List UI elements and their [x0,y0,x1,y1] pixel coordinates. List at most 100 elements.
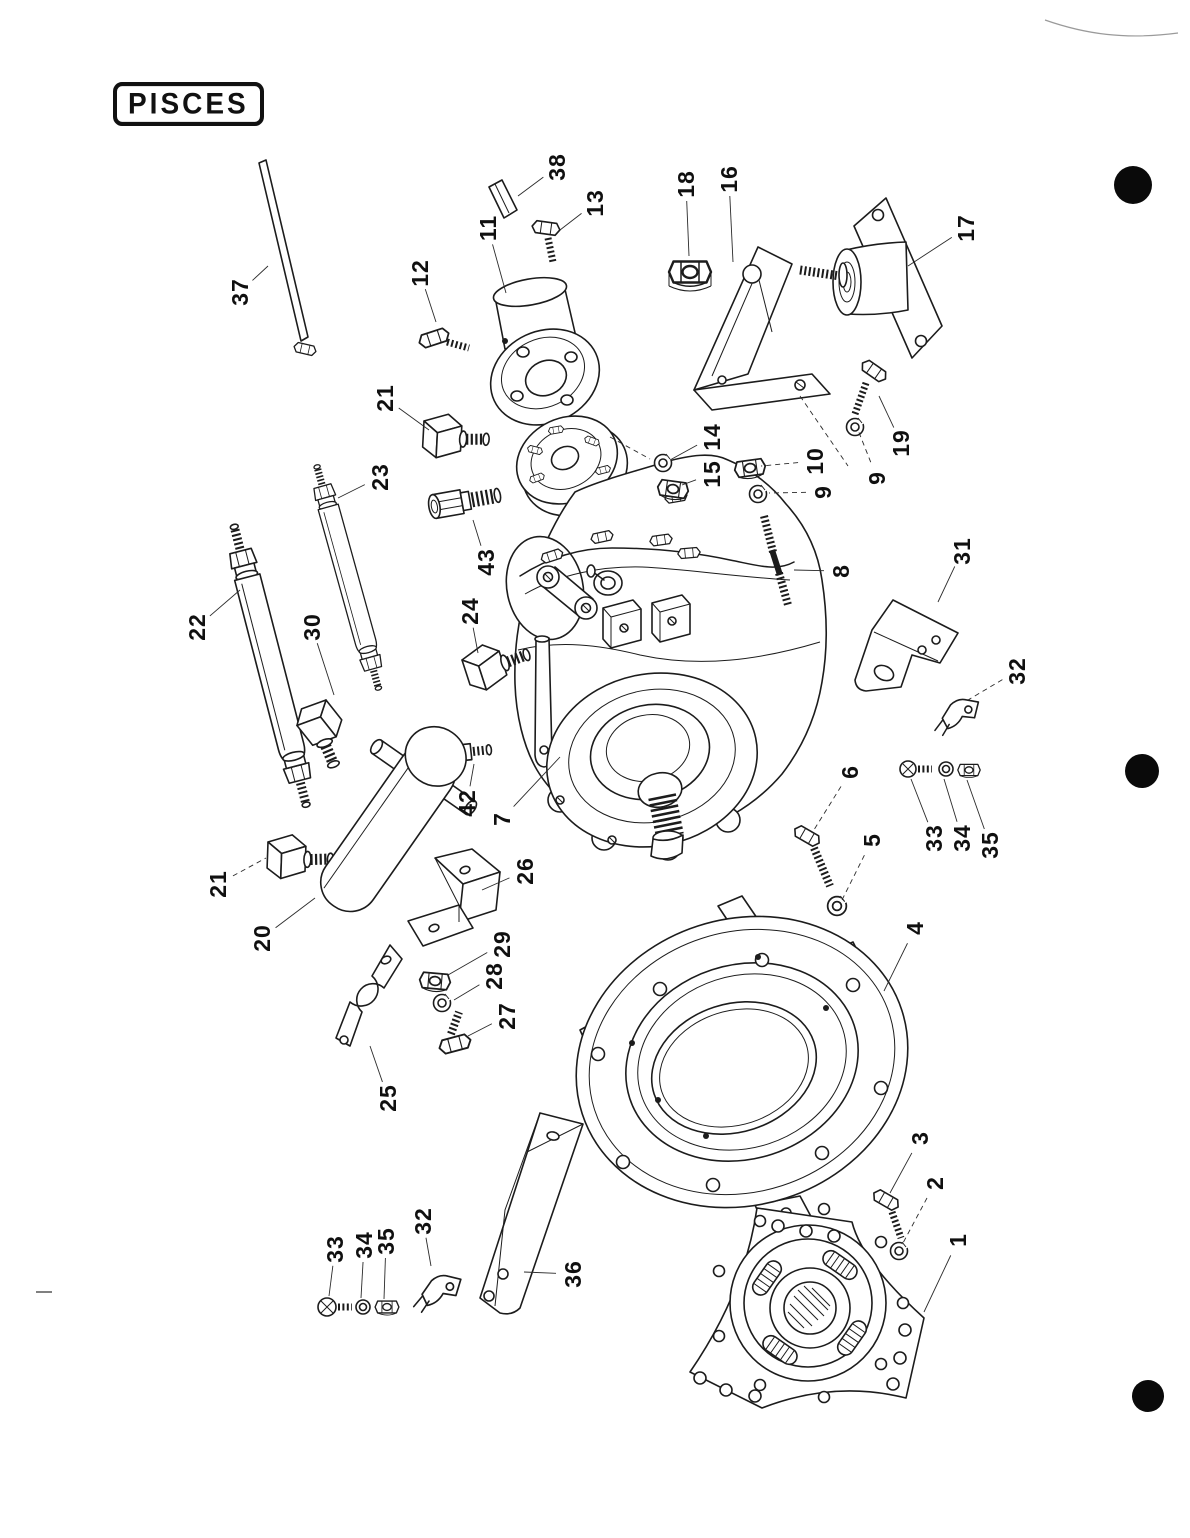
part-number-24: 24 [457,597,483,625]
part-number-25: 25 [375,1084,401,1112]
part-33-screw-right [899,760,932,778]
part-number-10: 10 [802,447,828,475]
part-number-33: 33 [322,1235,348,1263]
part-number-42: 42 [454,789,480,817]
leader-line-35 [966,779,985,830]
part-33-screw-left [317,1297,352,1317]
part-number-31: 31 [949,537,975,565]
punch-hole-2 [1125,754,1159,788]
leader-line-43 [472,519,482,546]
leader-line-33 [910,778,929,823]
leader-line-18 [686,200,690,257]
part-27-bolt [436,1010,474,1056]
leader-line-38 [517,176,544,197]
part-35-nut-right [957,763,981,779]
part-number-27: 27 [494,1002,520,1030]
part-7-rear-cover [545,672,759,861]
part-34-washer-left [355,1299,371,1315]
leader-line-34 [943,778,958,822]
part-3-bolt [870,1187,905,1240]
part-21-elbow-upper [422,413,490,460]
part-number-35: 35 [977,831,1003,859]
part-12-bolt [416,326,470,352]
leader-line-42 [469,763,475,787]
part-number-34: 34 [949,824,975,852]
part-20-cooler [319,725,478,913]
part-number-37: 37 [227,278,253,306]
part-8-stud [760,515,792,607]
part-38-key [488,179,518,219]
leader-line-7 [513,756,561,807]
part-number-16: 16 [716,165,742,193]
part-43-fitting [427,487,502,520]
part-36-plate [479,1112,584,1315]
leader-line-22 [209,589,241,617]
part-14-washer [652,451,674,474]
part-number-18: 18 [673,170,699,198]
leader-line-10 [760,462,799,467]
part-number-33: 33 [921,824,947,852]
part-number-28: 28 [481,962,507,990]
part-9-washer-upper [844,415,866,438]
leader-line-21 [232,857,267,877]
leader-line-9 [768,491,807,494]
leader-line-26 [481,877,510,891]
part-number-2: 2 [922,1176,948,1190]
part-number-29: 29 [489,930,515,958]
leader-line-13 [559,213,582,231]
leader-line-2 [902,1197,928,1244]
part-23-hose [307,462,389,693]
part-number-14: 14 [699,423,725,451]
part-number-3: 3 [907,1131,933,1145]
part-number-21: 21 [205,870,231,898]
part-32-clamp-lower [410,1273,465,1314]
part-2-washer [888,1239,910,1262]
part-number-1: 1 [945,1233,971,1247]
part-32-clamp-upper [930,696,984,738]
part-18-nut [667,260,713,292]
leader-line-1 [923,1255,952,1313]
part-28-washer [431,991,453,1014]
punch-hole-1 [1114,166,1152,204]
part-number-26: 26 [512,857,538,885]
page-curl [1044,19,1179,37]
leader-line-19 [878,395,895,428]
leader-line-28 [453,984,480,1001]
leader-line-37 [252,265,269,281]
part-number-36: 36 [560,1260,586,1288]
leader-line-27 [467,1023,493,1037]
part-25-clamp-bracket [335,944,403,1047]
part-number-35: 35 [373,1227,399,1255]
leader-line-21 [398,407,430,431]
leader-line-4 [883,943,908,992]
part-11-coupling [489,276,601,426]
punch-holes [1114,166,1164,1412]
leader-line-20 [275,897,316,929]
part-number-9: 9 [810,485,836,499]
part-number-7: 7 [489,812,515,826]
punch-hole-3 [1132,1380,1164,1412]
part-number-8: 8 [828,564,854,578]
part-34-washer-right [938,761,954,777]
part-number-4: 4 [902,921,928,935]
leader-line-6 [811,786,842,834]
part-number-9: 9 [864,471,890,485]
part-1-damper-plate [689,1202,925,1409]
part-16-bracket [693,246,849,467]
pisces-logo: PISCES [113,81,264,127]
leader-line-14 [669,444,698,461]
part-number-17: 17 [953,214,979,242]
leader-line-34 [360,1261,364,1299]
part-22-hose [221,521,319,810]
leader-line-9 [857,429,872,463]
part-number-6: 6 [837,765,863,779]
part-number-38: 38 [544,153,570,181]
leader-line-29 [447,952,488,976]
leader-line-36 [523,1271,557,1274]
leader-line-25 [369,1045,383,1083]
part-number-34: 34 [351,1231,377,1259]
leader-line-3 [889,1152,913,1194]
